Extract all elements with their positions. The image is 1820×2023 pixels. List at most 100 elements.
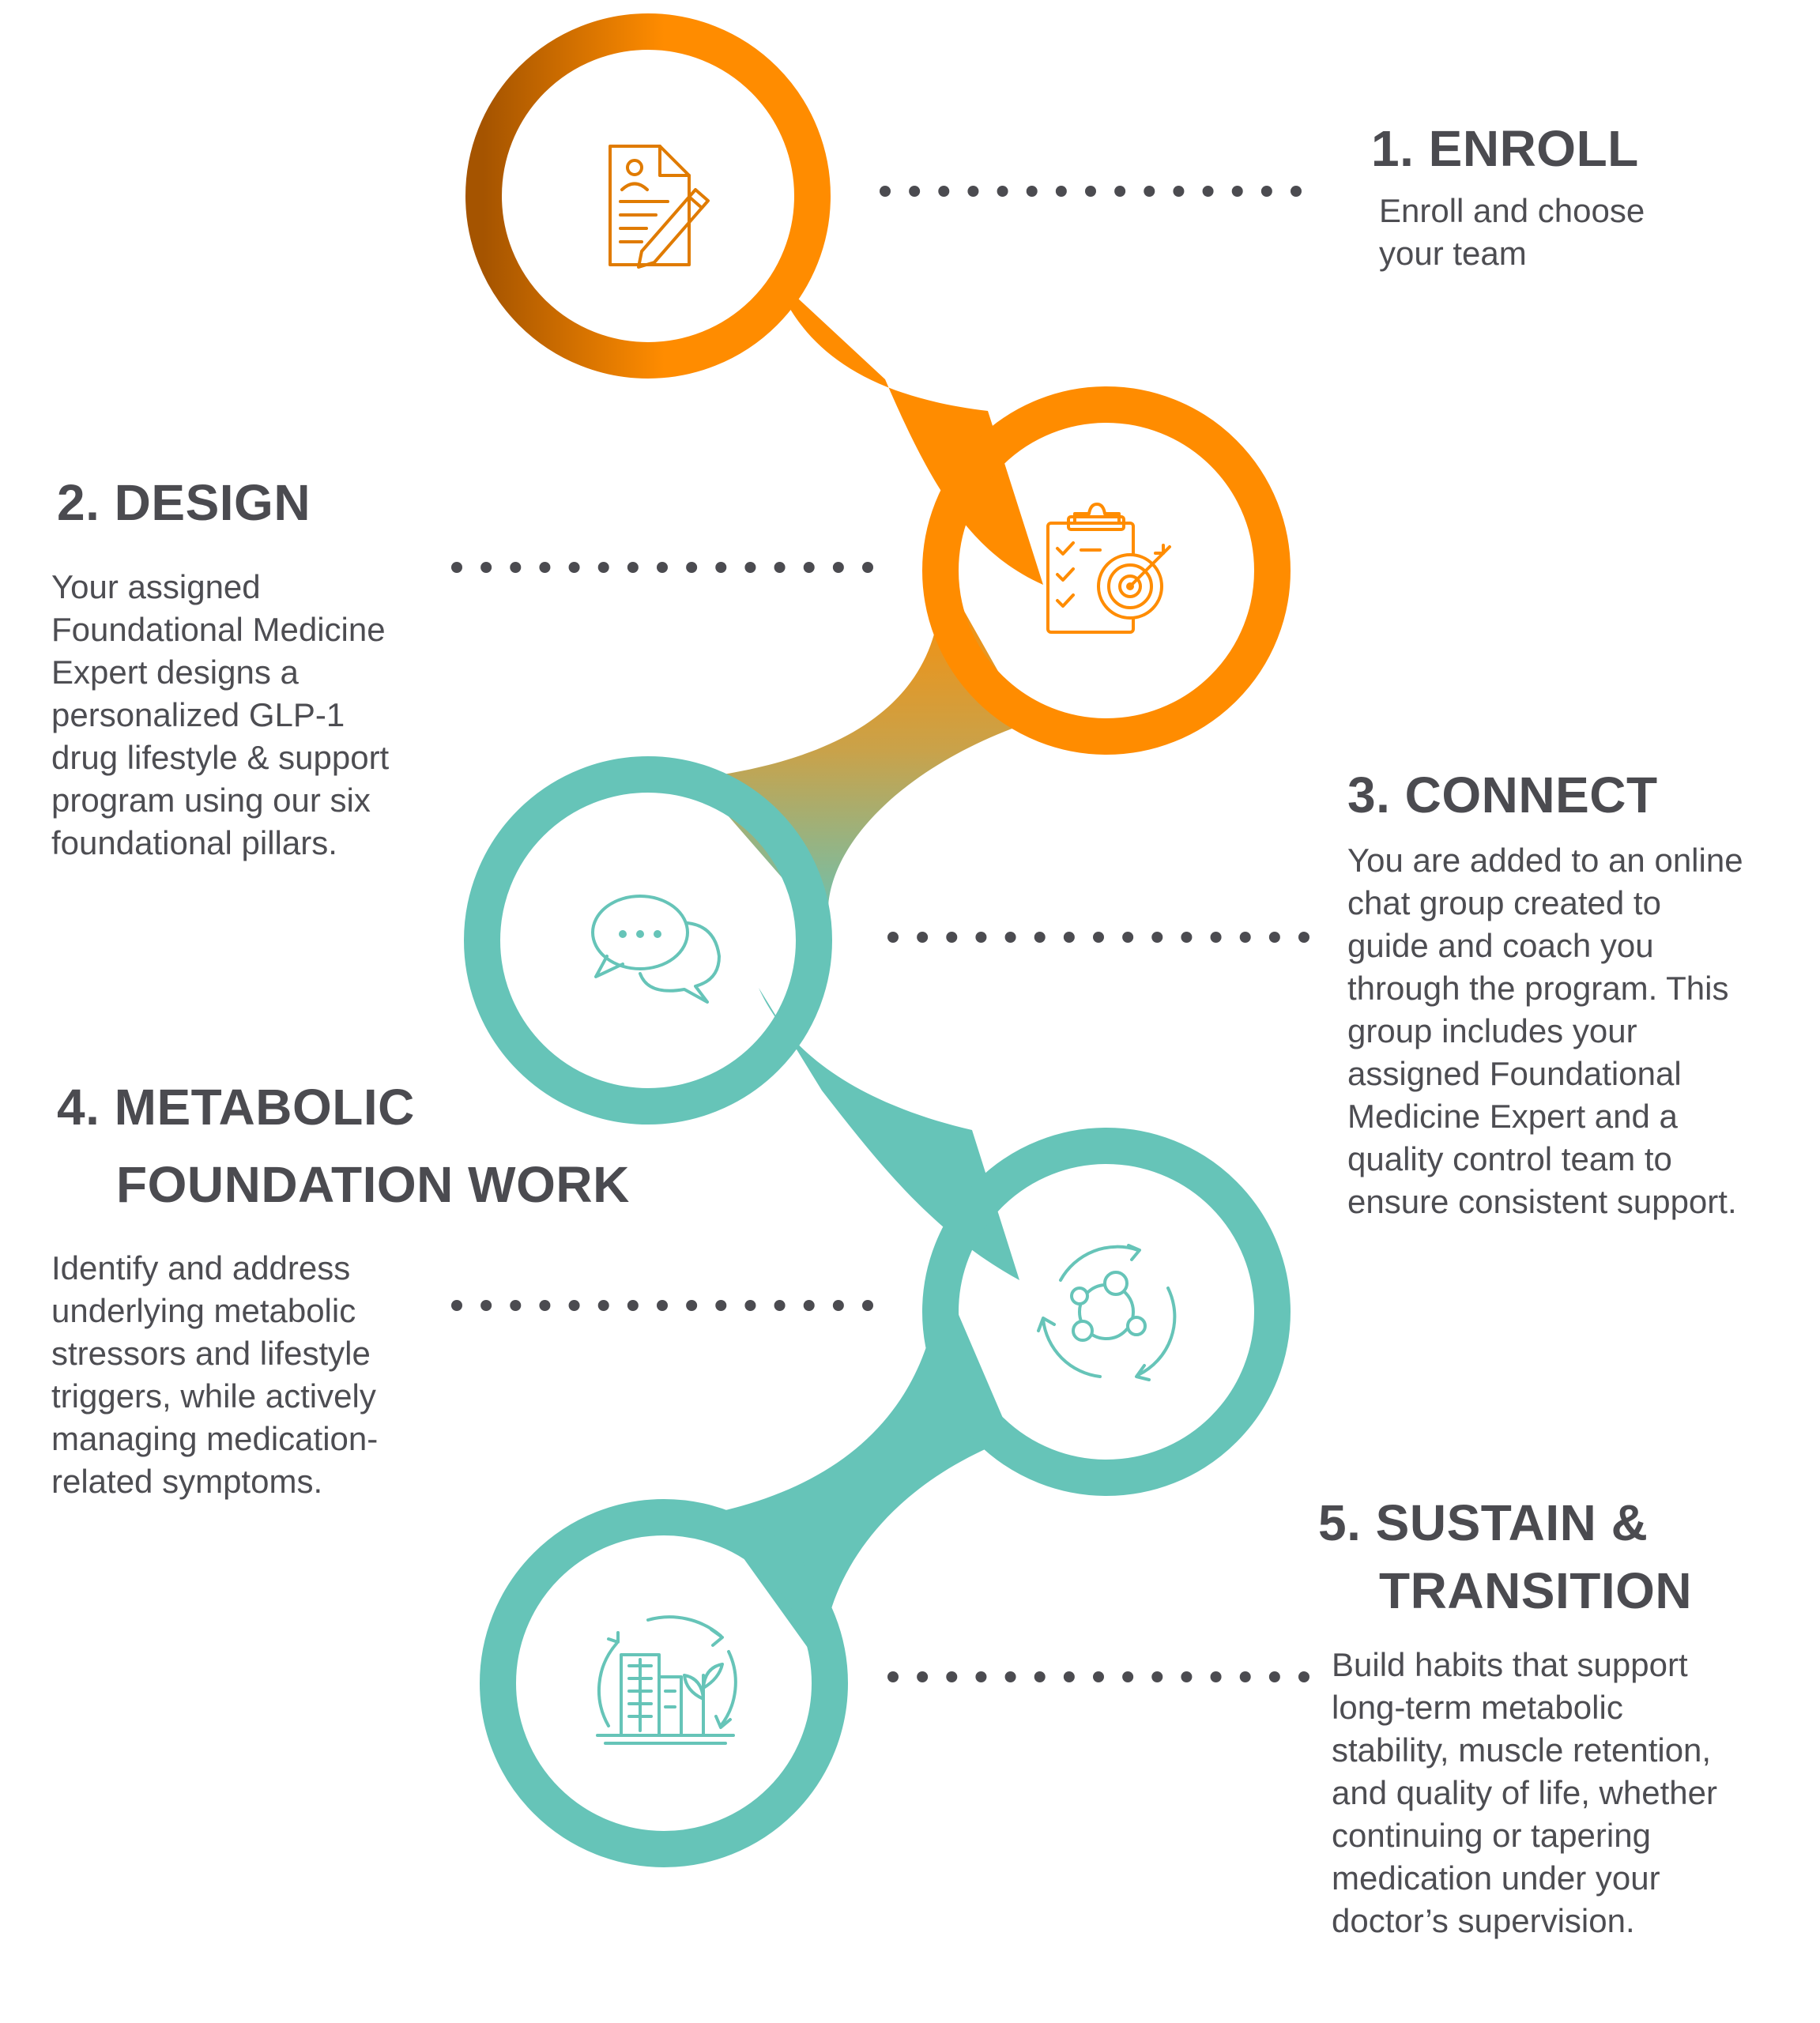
connector-5-dot: [917, 1671, 929, 1682]
connector-2-dot: [568, 562, 580, 573]
step-5-title-line2: TRANSITION: [1379, 1562, 1693, 1619]
connector-3-dot: [1298, 932, 1309, 943]
connector-5-dot: [1004, 1671, 1016, 1682]
connector-5-dot: [1151, 1671, 1163, 1682]
connector-5-dot: [1034, 1671, 1046, 1682]
connector-2-dot: [803, 562, 815, 573]
connector-3-dot: [1034, 932, 1046, 943]
dotted-connectors: [451, 186, 1309, 1682]
step-1-title: 1. ENROLL: [1371, 120, 1639, 179]
step-2-title: 2. DESIGN: [57, 474, 311, 533]
ring-4: [922, 1128, 1291, 1496]
ring-2: [922, 386, 1291, 755]
connector-bridges: [695, 277, 1043, 1667]
connector-4-dot: [657, 1300, 668, 1311]
connector-4-dot: [803, 1300, 815, 1311]
connector-1-dot: [1260, 186, 1272, 197]
connector-4-dot: [539, 1300, 551, 1311]
step-5-title: 5. SUSTAIN & TRANSITION: [1318, 1489, 1692, 1625]
connector-3-dot: [975, 932, 987, 943]
ring-5: [480, 1499, 848, 1867]
clipboard-target-icon: [1046, 503, 1171, 634]
cycle-nodes-icon: [1037, 1244, 1177, 1381]
connector-1-dot: [1085, 186, 1096, 197]
step-5-description: Build habits that support long-term meta…: [1332, 1646, 1717, 1939]
step-2-number: 2.: [57, 474, 100, 531]
connector-1-dot: [1055, 186, 1067, 197]
step-4-title-line1: METABOLIC: [114, 1079, 415, 1136]
connector-2-dot: [627, 562, 639, 573]
connector-5-dot: [975, 1671, 987, 1682]
step-2-description: Your assigned Foundational Medicine Expe…: [51, 568, 390, 861]
connector-3-dot: [1151, 932, 1163, 943]
connector-3-dot: [1268, 932, 1280, 943]
connector-1-dot: [880, 186, 891, 197]
connector-3-dot: [1093, 932, 1104, 943]
connector-5-dot: [946, 1671, 958, 1682]
connector-5-dot: [1239, 1671, 1251, 1682]
connector-5-dot: [1268, 1671, 1280, 1682]
connector-3-dot: [1063, 932, 1075, 943]
connector-2-dot: [774, 562, 786, 573]
step-1-description: Enroll and choose your team: [1379, 192, 1645, 272]
connector-2-dot: [510, 562, 522, 573]
connector-5-dot: [1210, 1671, 1222, 1682]
connector-1-dot: [1144, 186, 1155, 197]
connector-2-dot: [744, 562, 756, 573]
connector-1-dot: [1173, 186, 1185, 197]
connector-1-dot: [1291, 186, 1302, 197]
connector-4-dot: [744, 1300, 756, 1311]
connector-4-dot: [597, 1300, 609, 1311]
connector-2-dot: [686, 562, 698, 573]
connector-2-dot: [480, 562, 492, 573]
connector-4-dot: [686, 1300, 698, 1311]
step-3-title: 3. CONNECT: [1347, 767, 1658, 825]
connector-4-dot: [510, 1300, 522, 1311]
connector-5-dot: [1093, 1671, 1104, 1682]
connector-3-dot: [1210, 932, 1222, 943]
connector-2-dot: [539, 562, 551, 573]
step-1-number: 1.: [1371, 120, 1415, 177]
step-4-title-line2: FOUNDATION WORK: [116, 1156, 630, 1213]
document-pencil-icon: [609, 145, 710, 269]
connector-2-dot: [451, 562, 462, 573]
connector-3-dot: [946, 932, 958, 943]
step-3-number: 3.: [1347, 767, 1391, 823]
connector-1-dot: [909, 186, 921, 197]
connector-4-dot: [627, 1300, 639, 1311]
ring-3: [464, 756, 832, 1125]
step-5-number: 5.: [1318, 1494, 1362, 1551]
step-3-title-text: CONNECT: [1404, 767, 1658, 823]
step-4-title: 4. METABOLIC FOUNDATION WORK: [57, 1068, 630, 1223]
connector-2-dot: [862, 562, 873, 573]
connector-4-dot: [862, 1300, 873, 1311]
connector-1-dot: [1202, 186, 1214, 197]
connector-1-dot: [938, 186, 950, 197]
connector-4-dot: [715, 1300, 727, 1311]
connector-2-dot: [657, 562, 668, 573]
step-4-number: 4.: [57, 1079, 100, 1136]
connector-3-dot: [887, 932, 899, 943]
connector-1-dot: [967, 186, 979, 197]
bridge-2-3: [695, 569, 1027, 932]
connector-4-dot: [451, 1300, 462, 1311]
connector-3-dot: [1122, 932, 1134, 943]
step-1-title-text: ENROLL: [1428, 120, 1639, 177]
step-3-description: You are added to an online chat group cr…: [1347, 842, 1743, 1220]
connector-4-dot: [480, 1300, 492, 1311]
step-4-description: Identify and address underlying metaboli…: [51, 1249, 379, 1500]
connector-4-dot: [832, 1300, 844, 1311]
connector-3-dot: [917, 932, 929, 943]
connector-5-dot: [1063, 1671, 1075, 1682]
connector-3-dot: [1239, 932, 1251, 943]
connector-4-dot: [774, 1300, 786, 1311]
connector-3-dot: [1004, 932, 1016, 943]
connector-3-dot: [1181, 932, 1193, 943]
connector-2-dot: [597, 562, 609, 573]
connector-1-dot: [1114, 186, 1126, 197]
connector-2-dot: [715, 562, 727, 573]
connector-5-dot: [1122, 1671, 1134, 1682]
connector-5-dot: [887, 1671, 899, 1682]
connector-4-dot: [568, 1300, 580, 1311]
